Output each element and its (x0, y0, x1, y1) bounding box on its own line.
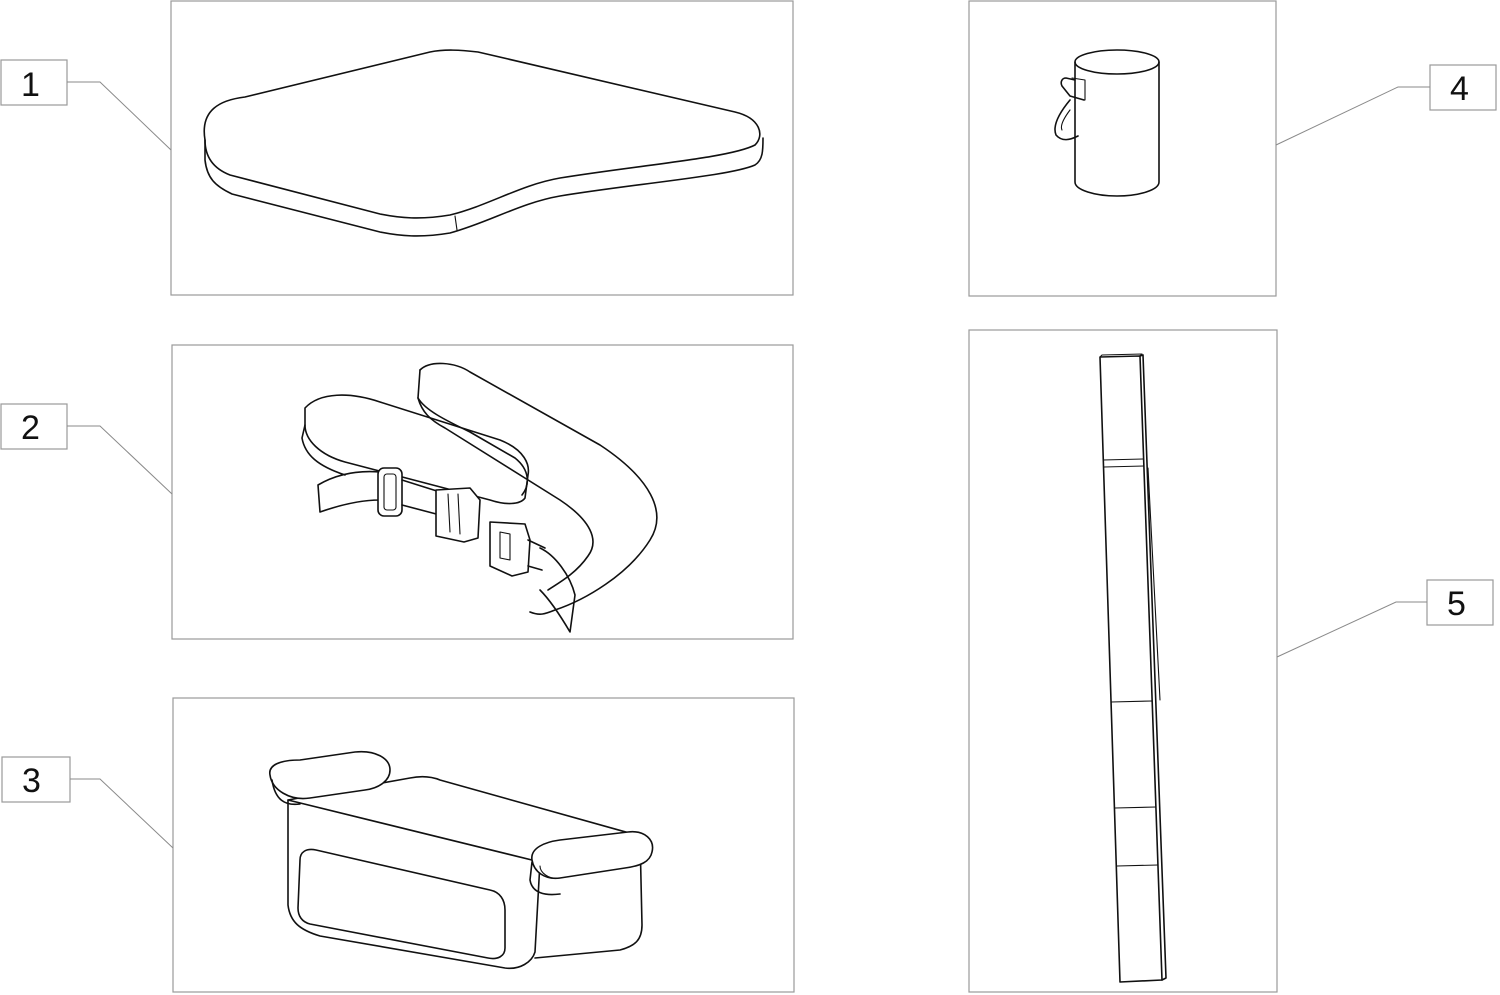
callout-3-label: 3 (22, 762, 41, 800)
callout-2: 2 (0, 403, 173, 495)
callout-5-label: 5 (1447, 585, 1466, 623)
callout-5-leader (1276, 601, 1427, 658)
panel-4: 4 (968, 0, 1497, 297)
panel-1-frame (170, 0, 794, 296)
callout-5: 5 (1276, 579, 1494, 658)
panel-2: 2 (0, 344, 794, 640)
callout-4: 4 (1275, 64, 1497, 146)
callout-4-leader (1275, 86, 1430, 146)
panel-5: 5 (968, 329, 1494, 993)
callout-1-leader (67, 81, 172, 151)
panel-5-frame (968, 329, 1278, 993)
panel-3-frame (172, 697, 795, 993)
panel-2-frame (171, 344, 794, 640)
panel-1: 1 (0, 0, 794, 296)
panel-4-frame (968, 0, 1277, 297)
callout-3-leader (70, 778, 174, 849)
callout-4-label: 4 (1450, 70, 1469, 108)
belt-drawing (301, 362, 658, 633)
cylinder-drawing (1054, 49, 1160, 197)
callout-3: 3 (1, 756, 174, 849)
strip-drawing (1099, 353, 1167, 983)
callout-2-leader (67, 425, 173, 495)
callout-1: 1 (0, 59, 172, 151)
bolster-cushion-drawing (269, 750, 654, 970)
flat-cushion-drawing (203, 49, 764, 237)
callout-1-label: 1 (21, 66, 40, 104)
callout-2-label: 2 (21, 409, 40, 447)
panel-3: 3 (1, 697, 795, 993)
